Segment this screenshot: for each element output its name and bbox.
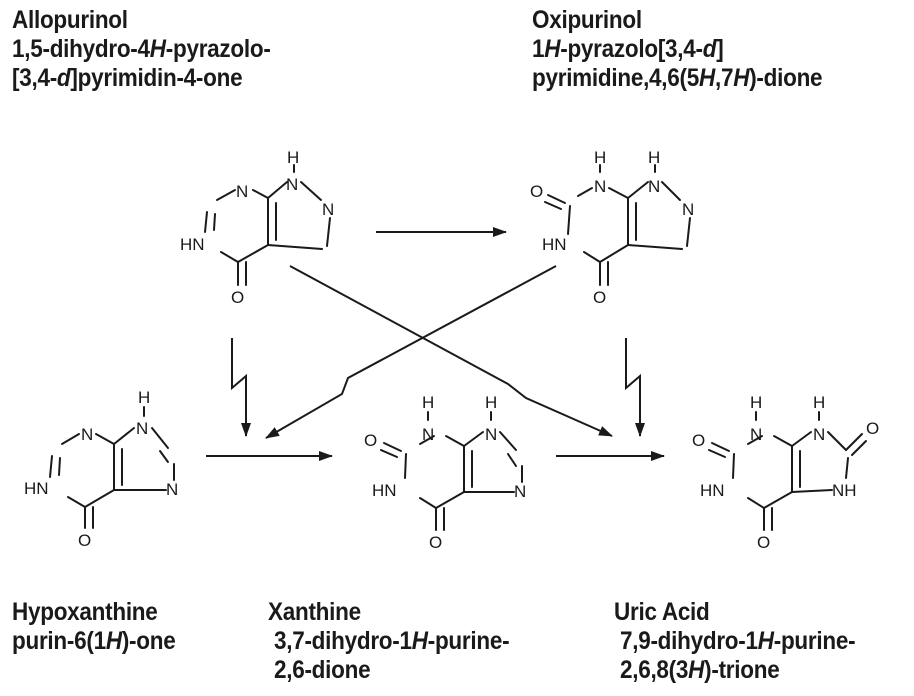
uric-acid-atom-nh: NH	[832, 481, 857, 500]
allopurinol-iupac-line1: 1,5-dihydro-4H-pyrazolo-	[12, 35, 271, 63]
hypoxanthine-name: Hypoxanthine	[12, 598, 158, 626]
allopurinol-iupac-line2: [3,4-d]pyrimidin-4-one	[12, 64, 243, 92]
xanthine-atom-n3: N	[514, 482, 526, 501]
xanthine-atom-h1: H	[422, 393, 434, 412]
uric-acid-atom-n2: N	[813, 425, 825, 444]
uric-acid-name: Uric Acid	[614, 598, 710, 626]
allopurinol-label: Allopurinol 1,5-dihydro-4H-pyrazolo- [3,…	[12, 6, 271, 93]
inhibition-arrow-allopurinol-left	[231, 338, 251, 437]
uric-acid-structure: H H N N O NH O HN O	[692, 393, 879, 552]
inhibition-arrow-allopurinol-diagonal	[289, 265, 613, 437]
oxipurinol-iupac-line1: 1H-pyrazolo[3,4-d]	[532, 35, 724, 63]
hypoxanthine-structure: H N N N HN O	[24, 388, 178, 550]
oxipurinol-atom-n3: N	[682, 200, 694, 219]
oxipurinol-atom-n1: N	[594, 177, 606, 196]
xanthine-name: Xanthine	[268, 598, 361, 626]
xanthine-atom-h2: H	[485, 393, 497, 412]
hypoxanthine-atom-n2: N	[136, 419, 148, 438]
xanthine-atom-n1: N	[422, 425, 434, 444]
oxipurinol-atom-hn: HN	[542, 235, 567, 254]
allopurinol-atom-n3: N	[322, 200, 334, 219]
oxipurinol-atom-o1: O	[530, 182, 543, 201]
oxipurinol-label: Oxipurinol 1H-pyrazolo[3,4-d] pyrimidine…	[532, 6, 823, 93]
uric-acid-atom-o1: O	[692, 431, 705, 450]
allopurinol-atom-hn: HN	[180, 235, 205, 254]
allopurinol-structure: H N N N HN O	[180, 148, 334, 307]
oxipurinol-atom-h2: H	[648, 148, 660, 167]
uric-acid-atom-n1: N	[750, 425, 762, 444]
uric-acid-iupac-line1: 7,9-dihydro-1H-purine-	[614, 627, 856, 655]
allopurinol-atom-n2: N	[286, 175, 298, 194]
oxipurinol-structure: H H N N N O HN O	[530, 148, 694, 307]
oxipurinol-atom-h1: H	[594, 148, 606, 167]
hypoxanthine-atom-o: O	[78, 531, 91, 550]
hypoxanthine-atom-n1: N	[81, 425, 93, 444]
xanthine-atom-hn: HN	[372, 481, 397, 500]
uric-acid-atom-o3: O	[866, 419, 879, 438]
hypoxanthine-label: Hypoxanthine purin-6(1H)-one	[12, 598, 176, 656]
uric-acid-atom-o2: O	[757, 533, 770, 552]
oxipurinol-atom-o2: O	[593, 288, 606, 307]
hypoxanthine-atom-n3: N	[166, 480, 178, 499]
allopurinol-atom-h: H	[287, 148, 299, 167]
oxipurinol-name: Oxipurinol	[532, 6, 642, 34]
hypoxanthine-atom-hn: HN	[24, 479, 49, 498]
xanthine-atom-n2: N	[485, 425, 497, 444]
xanthine-structure: H H N N N O HN O	[364, 393, 526, 552]
allopurinol-atom-o: O	[231, 288, 244, 307]
hypoxanthine-iupac: purin-6(1H)-one	[12, 627, 176, 655]
xanthine-iupac-line1: 3,7-dihydro-1H-purine-	[268, 627, 510, 655]
uric-acid-atom-h2: H	[813, 393, 825, 412]
xanthine-label: Xanthine 3,7-dihydro-1H-purine- 2,6-dion…	[268, 598, 510, 685]
uric-acid-atom-h1: H	[750, 393, 762, 412]
inhibition-arrow-oxipurinol-right	[625, 338, 645, 437]
uric-acid-label: Uric Acid 7,9-dihydro-1H-purine- 2,6,8(3…	[614, 598, 856, 685]
xanthine-iupac-line2: 2,6-dione	[268, 656, 371, 684]
hypoxanthine-atom-h: H	[138, 388, 150, 407]
uric-acid-atom-hn: HN	[700, 481, 725, 500]
xanthine-atom-o2: O	[429, 533, 442, 552]
xanthine-atom-o1: O	[364, 431, 377, 450]
allopurinol-atom-n1: N	[236, 182, 248, 201]
uric-acid-iupac-line2: 2,6,8(3H)-trione	[614, 656, 780, 684]
oxipurinol-atom-n2: N	[648, 177, 660, 196]
inhibition-arrow-oxipurinol-diagonal	[265, 265, 557, 439]
oxipurinol-iupac-line2: pyrimidine,4,6(5H,7H)-dione	[532, 64, 823, 92]
reaction-arrows	[206, 227, 665, 461]
allopurinol-name: Allopurinol	[12, 6, 128, 34]
